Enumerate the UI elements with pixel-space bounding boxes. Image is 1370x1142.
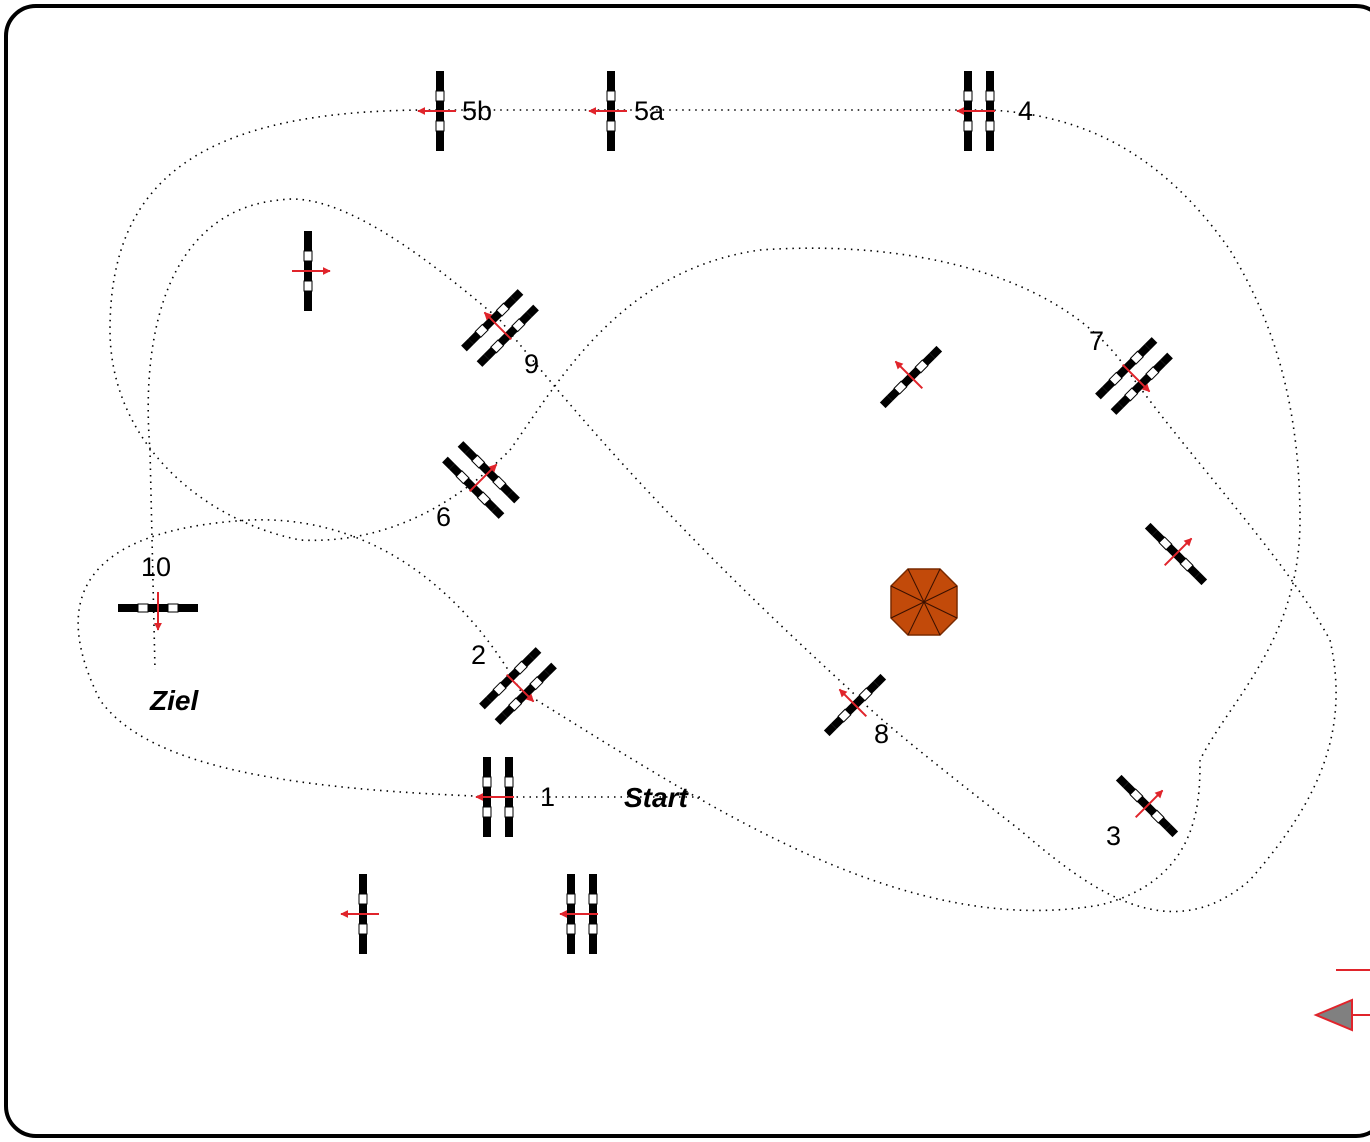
- obstacle-label-8: 8: [874, 719, 889, 749]
- start-label: Start: [624, 782, 689, 813]
- obstacle-u5: [566, 874, 598, 954]
- octagon-umbrella-icon: [890, 568, 958, 636]
- obstacle-10: [118, 603, 198, 613]
- arrow-u2-icon: [894, 360, 924, 390]
- arena-border: [4, 4, 1370, 1138]
- labels-layer: 1 2 3 4 5a 5b 6 7 8 9 10: [141, 96, 1121, 851]
- obstacle-label-5b: 5b: [462, 96, 492, 126]
- obstacle-u4: [358, 874, 368, 954]
- obstacle-4: [963, 71, 995, 151]
- obstacle-6: [442, 441, 520, 519]
- arrow-7-icon: [1121, 363, 1151, 393]
- obstacle-label-10: 10: [141, 552, 171, 582]
- arrow-6-icon: [468, 463, 498, 493]
- obstacle-label-2: 2: [471, 640, 486, 670]
- legend-arrow-icon: [1313, 998, 1353, 1032]
- obstacle-label-6: 6: [436, 502, 451, 532]
- arrow-8-icon: [838, 688, 868, 718]
- obstacle-u1: [303, 231, 313, 311]
- obstacle-label-7: 7: [1089, 326, 1104, 356]
- obstacle-label-4: 4: [1018, 96, 1033, 126]
- arrow-9-icon: [483, 311, 513, 341]
- obstacle-label-5a: 5a: [634, 96, 665, 126]
- arrow-2-icon: [505, 673, 535, 703]
- obstacle-u3: [1144, 522, 1208, 586]
- obstacle-label-9: 9: [524, 349, 539, 379]
- obstacles-layer: [118, 71, 1208, 954]
- obstacle-5b: [435, 71, 445, 151]
- obstacle-label-3: 3: [1106, 821, 1121, 851]
- obstacle-8: [823, 673, 887, 737]
- obstacle-5a: [606, 71, 616, 151]
- arrow-u3-icon: [1163, 537, 1193, 567]
- finish-label: Ziel: [149, 685, 199, 716]
- course-path: [77, 109, 1337, 913]
- arrow-3-icon: [1134, 789, 1164, 819]
- obstacle-1: [482, 757, 514, 837]
- obstacle-label-1: 1: [540, 782, 555, 812]
- legend-arrows: [1313, 969, 1370, 1032]
